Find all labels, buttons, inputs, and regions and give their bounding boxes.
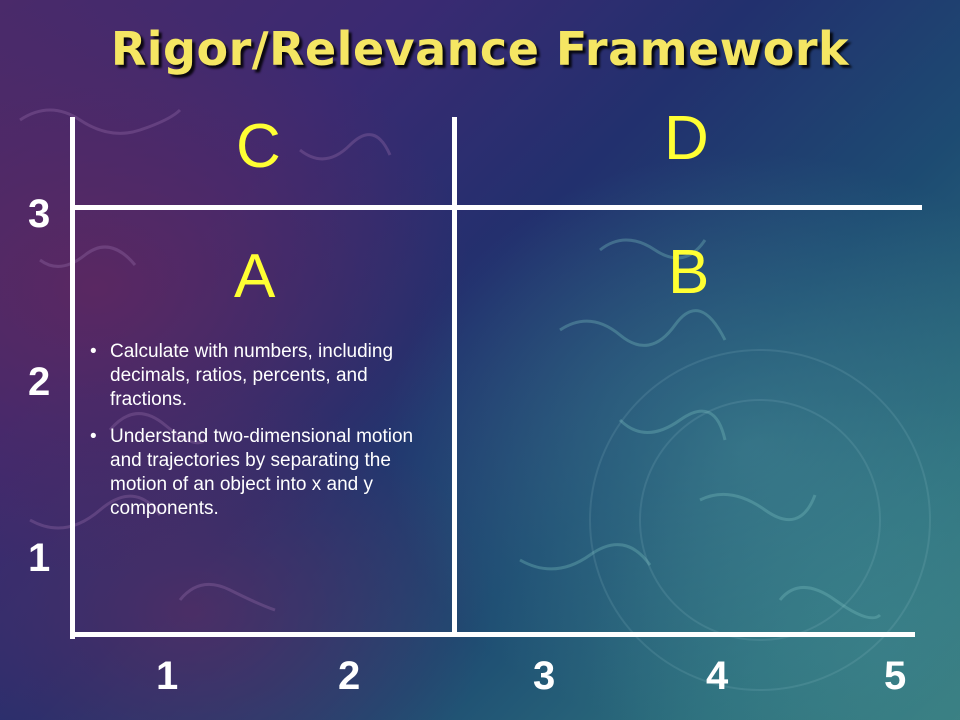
y-axis-label-3: 3: [28, 192, 51, 236]
x-axis-label-4: 4: [706, 654, 729, 698]
x-axis-label-1: 1: [156, 654, 179, 698]
bullet-dot-icon: •: [90, 426, 97, 447]
bullet-item: • Understand two-dimensional motion and …: [88, 425, 428, 521]
quadrant-d-label: D: [664, 104, 709, 173]
y-axis-label-1: 1: [28, 536, 51, 580]
slide-title: Rigor/Relevance Framework: [110, 22, 850, 76]
quadrant-a-label: A: [234, 242, 276, 311]
bullet-text: Understand two-dimensional motion and tr…: [110, 426, 414, 519]
x-axis-line: [70, 632, 915, 637]
horizontal-divider-line: [70, 205, 922, 210]
x-axis-label-5: 5: [884, 654, 907, 698]
bullet-text: Calculate with numbers, including decima…: [110, 341, 394, 410]
quadrant-b-label: B: [668, 238, 710, 307]
x-axis-label-2: 2: [338, 654, 361, 698]
y-axis-label-2: 2: [28, 360, 51, 404]
quadrant-a-bullet-list: • Calculate with numbers, including deci…: [88, 340, 428, 534]
y-axis-line: [70, 117, 75, 639]
quadrant-c-label: C: [236, 112, 281, 181]
vertical-divider-line: [452, 117, 457, 637]
bullet-dot-icon: •: [90, 341, 97, 362]
bullet-item: • Calculate with numbers, including deci…: [88, 340, 428, 412]
x-axis-label-3: 3: [533, 654, 556, 698]
